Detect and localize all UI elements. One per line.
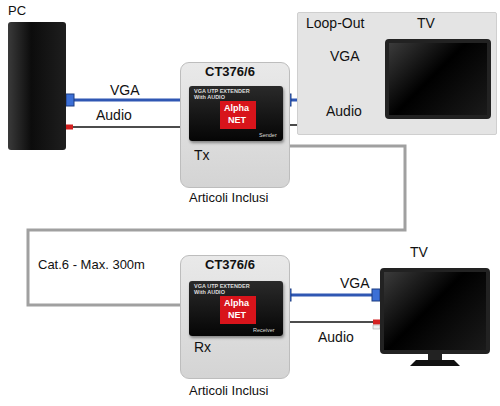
cable-label: VGA (340, 276, 370, 291)
audio-cable (66, 125, 189, 135)
cable-line (283, 321, 380, 323)
node-label: TV (417, 16, 435, 31)
pc-tower: PC (8, 22, 66, 150)
cable-label: Audio (326, 104, 362, 119)
brand-logo: NET (228, 311, 246, 321)
receiver-device: VGA UTP EXTENDER With AUDIO AlphaNET Recei… (189, 281, 283, 336)
vga-plug (372, 289, 380, 301)
cable-line (66, 99, 189, 102)
sender-device: VGA UTP EXTENDER With AUDIO AlphaNET Sende… (189, 86, 283, 141)
cable-line (66, 126, 189, 128)
brand-logo: Alpha (224, 104, 249, 114)
panel-label: Loop-Out (306, 16, 364, 31)
tv-monitor: TV (380, 268, 490, 354)
node-label: TV (410, 245, 428, 260)
model-number: CT376/6 (205, 65, 255, 79)
rca-plug (373, 320, 380, 325)
sender-kit-panel: CT376/6TxArticoli InclusiVGA UTP EXTENDE… (180, 62, 290, 188)
receiver-kit-panel: CT376/6RxArticoli InclusiVGA UTP EXTENDE… (180, 255, 290, 379)
cable-line (283, 294, 380, 297)
cable-label: Cat.6 - Max. 300m (38, 258, 145, 272)
device-role: Receiver (253, 327, 275, 333)
device-label: VGA UTP EXTENDER With AUDIO (194, 284, 254, 296)
brand-logo: Alpha (224, 299, 249, 309)
cable-label: Audio (318, 330, 354, 345)
tv-monitor: TV (385, 39, 491, 119)
audio-cable (283, 320, 380, 330)
cable-label: VGA (330, 49, 360, 64)
vga-plug (66, 94, 74, 106)
monitor-stand (410, 353, 460, 366)
brand-logo: NET (228, 116, 246, 126)
kit-caption: Articoli Inclusi (189, 191, 268, 205)
cable-label: VGA (110, 83, 140, 98)
cable-label: Audio (96, 108, 132, 123)
unit-label: Rx (194, 340, 211, 355)
model-number: CT376/6 (205, 258, 255, 272)
unit-label: Tx (194, 148, 210, 163)
rca-plug (373, 325, 380, 329)
device-label: VGA UTP EXTENDER With AUDIO (194, 89, 254, 101)
device-role: Sender (259, 132, 277, 138)
kit-caption: Articoli Inclusi (189, 384, 268, 398)
node-label: PC (8, 4, 26, 18)
rca-plug (66, 125, 73, 130)
